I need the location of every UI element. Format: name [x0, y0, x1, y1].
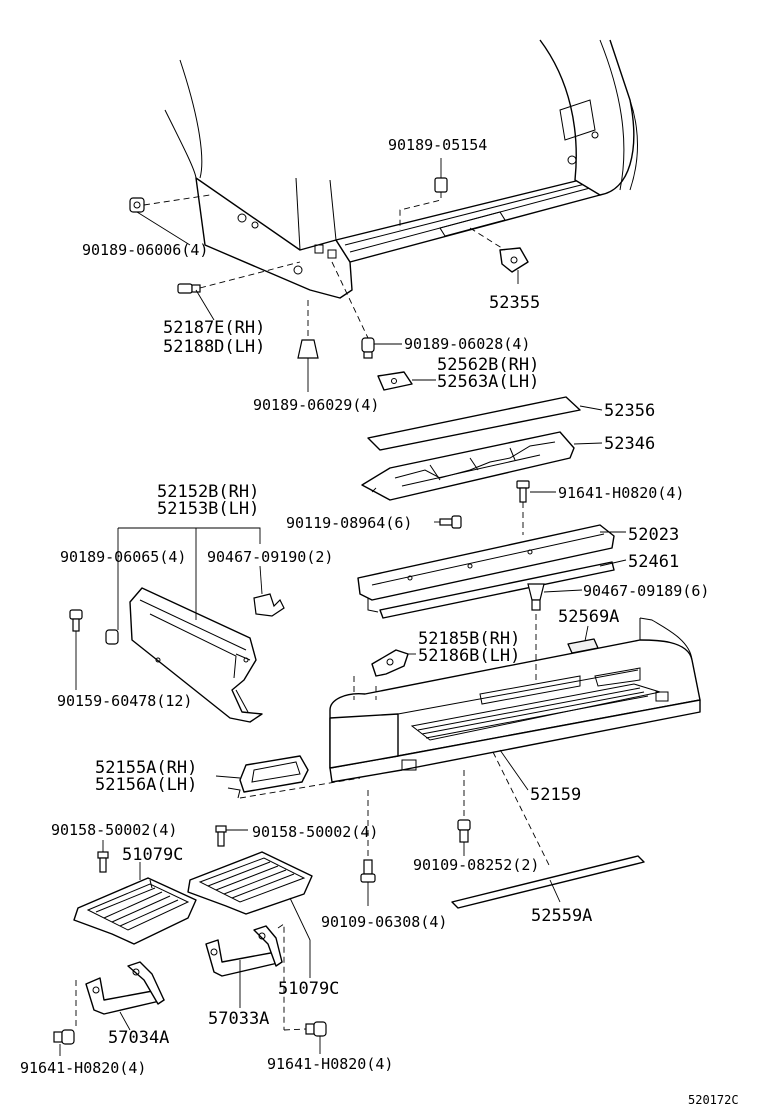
label-90467-09190: 90467-09190(2) — [207, 548, 333, 566]
label-52569a: 52569A — [558, 607, 619, 627]
bolt-90119 — [439, 515, 462, 529]
label-90109-06308: 90109-06308(4) — [321, 913, 447, 931]
label-52186b: 52186B(LH) — [418, 646, 520, 666]
screw-90158-left — [97, 851, 109, 873]
label-90159-60478: 90159-60478(12) — [57, 692, 192, 710]
label-90189-06065: 90189-06065(4) — [60, 548, 186, 566]
label-52563a: 52563A(LH) — [437, 372, 539, 392]
clip-left — [129, 197, 145, 213]
leader-lines — [59, 158, 627, 1056]
clip-90189-06065 — [105, 629, 119, 645]
label-52156a: 52156A(LH) — [95, 775, 197, 795]
bracket-57033a — [205, 925, 283, 977]
label-52023: 52023 — [628, 525, 679, 545]
label-91641-h0820-bottom-right: 91641-H0820(4) — [267, 1055, 393, 1073]
label-90109-08252: 90109-08252(2) — [413, 856, 539, 874]
label-52152b: 52152B(RH) — [157, 482, 259, 502]
clip-90189-06028 — [361, 337, 375, 359]
step-pad-52356 — [367, 396, 581, 451]
trim-52155a — [227, 755, 309, 799]
clip-90467-09190 — [253, 593, 285, 617]
clip-90467-09189 — [527, 583, 545, 611]
label-52355: 52355 — [489, 293, 540, 313]
clip-upper — [434, 177, 448, 193]
label-52356: 52356 — [604, 401, 655, 421]
bracket-52355 — [499, 247, 529, 273]
label-52562b: 52562B(RH) — [437, 355, 539, 375]
rear-bumper-52159 — [329, 617, 701, 783]
label-52185b: 52185B(RH) — [418, 629, 520, 649]
label-90158-50002-right: 90158-50002(4) — [252, 823, 378, 841]
label-90158-50002-left: 90158-50002(4) — [51, 821, 177, 839]
part-labels: 90189-05154 90189-06006(4) 52355 52187E(… — [20, 136, 739, 1107]
label-52153b: 52153B(LH) — [157, 499, 259, 519]
label-90189-05154: 90189-05154 — [388, 136, 487, 154]
vehicle-body-rear-corner — [164, 39, 638, 299]
bolt-90159-60478 — [69, 609, 83, 632]
label-57033a: 57033A — [208, 1009, 269, 1029]
label-90189-06028: 90189-06028(4) — [404, 335, 530, 353]
bolt-90109-08252 — [457, 819, 471, 843]
step-pad-51079c-right — [187, 851, 313, 915]
step-plate-52346 — [361, 431, 575, 501]
strip-52559a — [451, 855, 645, 909]
bracket-57034a — [85, 961, 165, 1015]
bracket-52562b — [377, 371, 413, 391]
label-52559a: 52559A — [531, 906, 592, 926]
bar-52461 — [379, 561, 615, 619]
label-91641-h0820-bottom-left: 91641-H0820(4) — [20, 1059, 146, 1077]
label-52461: 52461 — [628, 552, 679, 572]
bolt-52187e — [177, 283, 201, 294]
clip-90189-06029 — [297, 339, 319, 359]
screw-90158-right — [215, 825, 227, 847]
label-57034a: 57034A — [108, 1028, 169, 1048]
step-pad-51079c-left — [73, 877, 197, 945]
label-52188d: 52188D(LH) — [163, 337, 265, 357]
label-52159: 52159 — [530, 785, 581, 805]
label-51079c-upper: 51079C — [122, 845, 183, 865]
label-90189-06006: 90189-06006(4) — [82, 241, 208, 259]
diagram-code: 520172C — [688, 1093, 739, 1107]
reinforcement-52023 — [357, 524, 615, 613]
label-91641-h0820-upper: 91641-H0820(4) — [558, 484, 684, 502]
screw-91641-bottom-left — [53, 1029, 75, 1045]
label-90467-09189: 90467-09189(6) — [583, 582, 709, 600]
label-52346: 52346 — [604, 434, 655, 454]
bolt-90109-06308 — [360, 859, 376, 883]
label-90189-06029: 90189-06029(4) — [253, 396, 379, 414]
label-52155a: 52155A(RH) — [95, 758, 197, 778]
bracket-52185b — [371, 649, 409, 677]
screw-91641-upper — [516, 480, 530, 503]
label-51079c-lower: 51079C — [278, 979, 339, 999]
label-52187e: 52187E(RH) — [163, 318, 265, 338]
label-90119-08964: 90119-08964(6) — [286, 514, 412, 532]
side-panel-52152b — [129, 587, 263, 723]
screw-91641-bottom-right — [305, 1021, 327, 1037]
